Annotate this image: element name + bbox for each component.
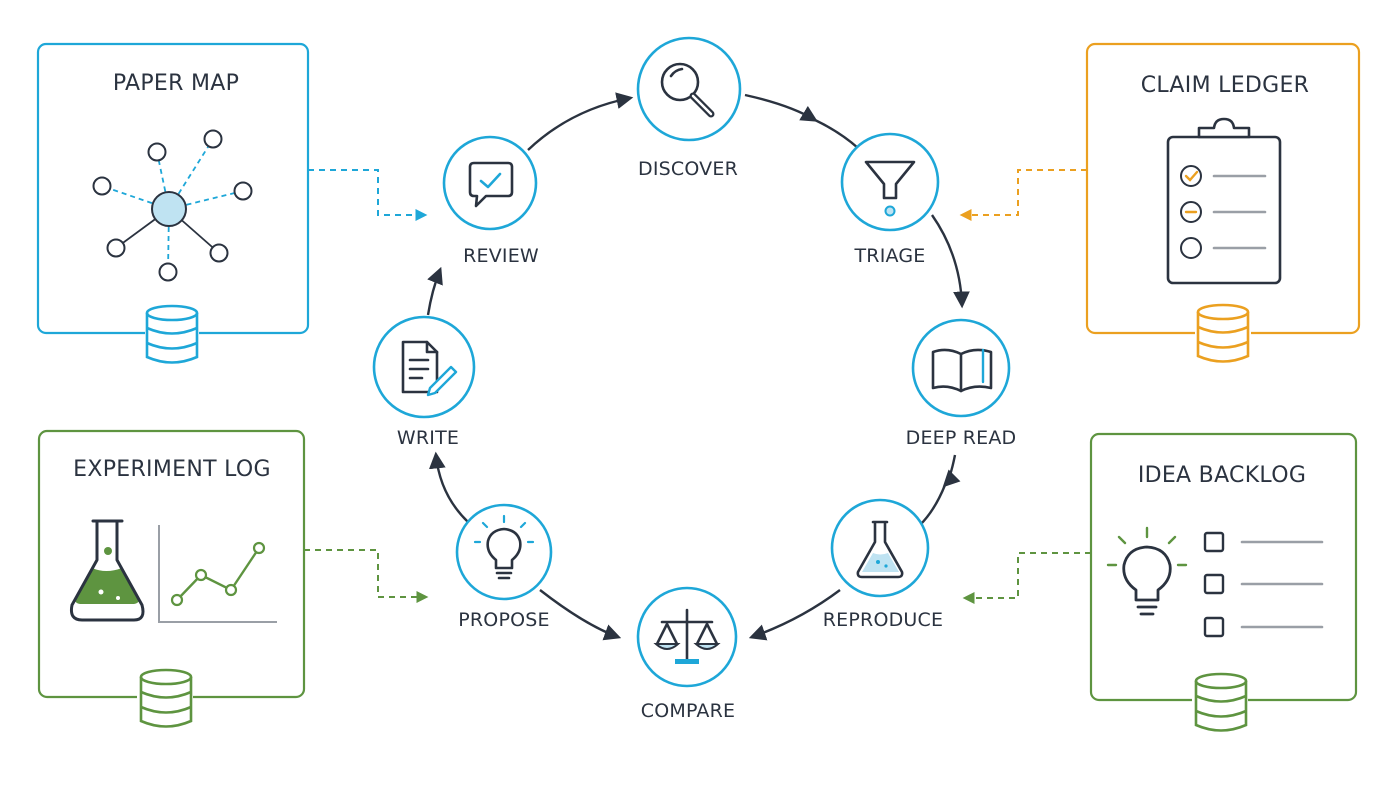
arrow-discover-to-triage [744, 93, 818, 122]
panel-claim-ledger: CLAIM LEDGER [1085, 42, 1361, 368]
arrow-propose-to-compare [539, 589, 622, 641]
stage-review: REVIEW [442, 135, 539, 267]
panel-idea-backlog: IDEA BACKLOG [1089, 432, 1358, 737]
stage-deep-read: DEEP READ [906, 318, 1017, 449]
stage-write: WRITE [372, 315, 476, 449]
connector-claim-ledger [959, 169, 1087, 221]
connector-idea-backlog [962, 552, 1091, 604]
arrow-reproduce-to-compare [748, 589, 841, 641]
cycle-arrows [426, 92, 970, 641]
database-icon [1192, 672, 1248, 737]
flask-chart-icon [70, 519, 277, 623]
flask-icon [856, 520, 904, 579]
funnel-icon [864, 160, 916, 217]
stage-label: REVIEW [463, 245, 539, 267]
panel-title: EXPERIMENT LOG [73, 457, 271, 482]
clipboard-checklist-icon [1166, 117, 1282, 285]
stage-label: DEEP READ [906, 427, 1017, 449]
arrow-deepread-reproduce-line [919, 484, 947, 526]
arrow-review-to-discover [527, 92, 634, 151]
arrow-propose-to-write [428, 451, 469, 523]
lightbulb-icon [473, 514, 535, 580]
stage-label: PROPOSE [458, 609, 550, 631]
open-book-icon [931, 348, 993, 393]
panel-title: IDEA BACKLOG [1138, 463, 1306, 488]
panel-paper-map: PAPER MAP [36, 42, 310, 368]
document-pencil-icon [401, 340, 458, 397]
database-icon [137, 668, 193, 732]
chat-check-icon [468, 161, 514, 208]
arrow-triage-link [814, 118, 859, 149]
panel-title: PAPER MAP [113, 71, 239, 96]
stage-label: WRITE [397, 427, 459, 449]
panel-title: CLAIM LEDGER [1141, 73, 1310, 98]
arrow-write-to-review [426, 266, 443, 316]
arrow-deepread-to-reproduce [942, 454, 961, 488]
stage-triage: TRIAGE [840, 132, 940, 267]
balance-scale-icon [653, 608, 721, 664]
stage-label: COMPARE [641, 700, 735, 722]
network-graph-icon [92, 129, 253, 282]
stage-label: DISCOVER [638, 158, 738, 180]
stage-discover: DISCOVER [636, 36, 742, 180]
lightbulb-checklist-icon [1106, 526, 1324, 638]
database-icon [1195, 303, 1251, 368]
stage-label: REPRODUCE [823, 609, 943, 631]
stage-compare: COMPARE [636, 586, 738, 722]
panel-experiment-log: EXPERIMENT LOG [37, 429, 306, 732]
database-icon [145, 304, 199, 368]
connector-paper-map [308, 169, 428, 221]
arrow-triage-to-deepread [931, 214, 970, 309]
stage-propose: PROPOSE [455, 503, 553, 631]
stage-label: TRIAGE [853, 245, 925, 267]
magnifier-icon [660, 62, 715, 118]
stage-reproduce: REPRODUCE [823, 498, 943, 631]
connector-experiment-log [304, 549, 429, 603]
